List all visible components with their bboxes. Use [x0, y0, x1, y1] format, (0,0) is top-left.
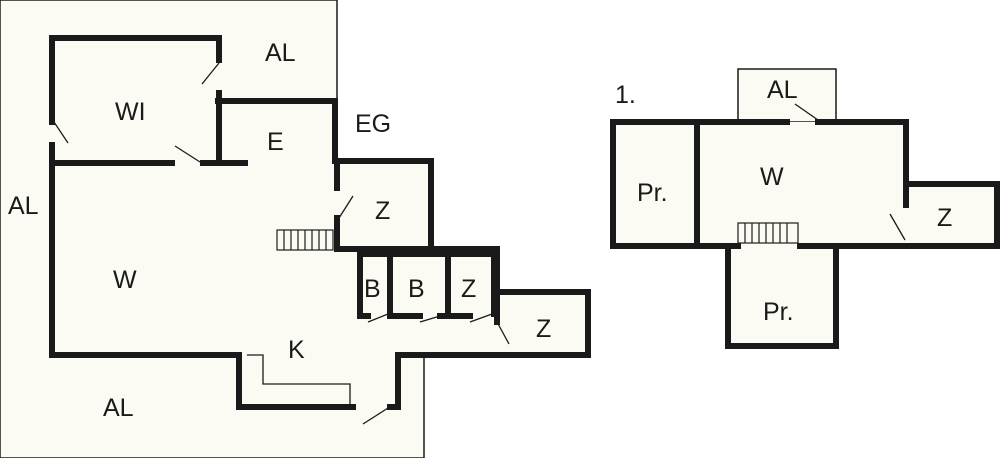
room-label-winter-garden: WI — [115, 98, 146, 126]
ground-floor-plan: EG AL AL AL WI E Z W B B Z Z K — [0, 0, 591, 458]
first-floor-plan: 1. AL Pr. W Z Pr. — [610, 68, 1000, 349]
room-label-hall: E — [267, 128, 284, 156]
ground-exterior-wall — [49, 142, 356, 410]
room-label-storage-first: Z — [937, 204, 952, 232]
ground-floor-label: EG — [355, 110, 391, 138]
outside-label-top: AL — [265, 39, 296, 67]
ground-floor-interior — [52, 101, 588, 408]
door-swings — [53, 62, 510, 425]
room-label-balcony: AL — [767, 76, 798, 104]
room-label-storage-2: Z — [536, 315, 551, 343]
kitchen-counter — [247, 354, 351, 407]
room-label-living: W — [113, 266, 137, 294]
first-floor-label: 1. — [615, 81, 636, 109]
room-label-study-bottom: Pr. — [763, 298, 794, 326]
ground-floor-stairs — [276, 229, 334, 251]
bath-1-wall — [357, 256, 371, 319]
room-label-bath-2: B — [408, 275, 425, 303]
room-label-bath-1: B — [364, 275, 381, 303]
first-floor-interior — [613, 122, 997, 346]
first-floor-stairs — [737, 222, 799, 244]
room-label-study-left: Pr. — [637, 179, 668, 207]
first-floor-door-swings — [794, 103, 906, 241]
room-label-living-first: W — [760, 163, 784, 191]
balcony-area — [737, 68, 837, 123]
room-label-kitchen: K — [288, 336, 305, 364]
room-label-storage-1: Z — [461, 275, 476, 303]
outside-label-bottom: AL — [103, 394, 134, 422]
outside-label-left: AL — [8, 192, 39, 220]
room-label-garage: Z — [375, 197, 390, 225]
first-exterior-wall — [610, 119, 1000, 349]
winter-garden-wall — [49, 35, 222, 125]
winter-garden-floor — [52, 38, 218, 163]
